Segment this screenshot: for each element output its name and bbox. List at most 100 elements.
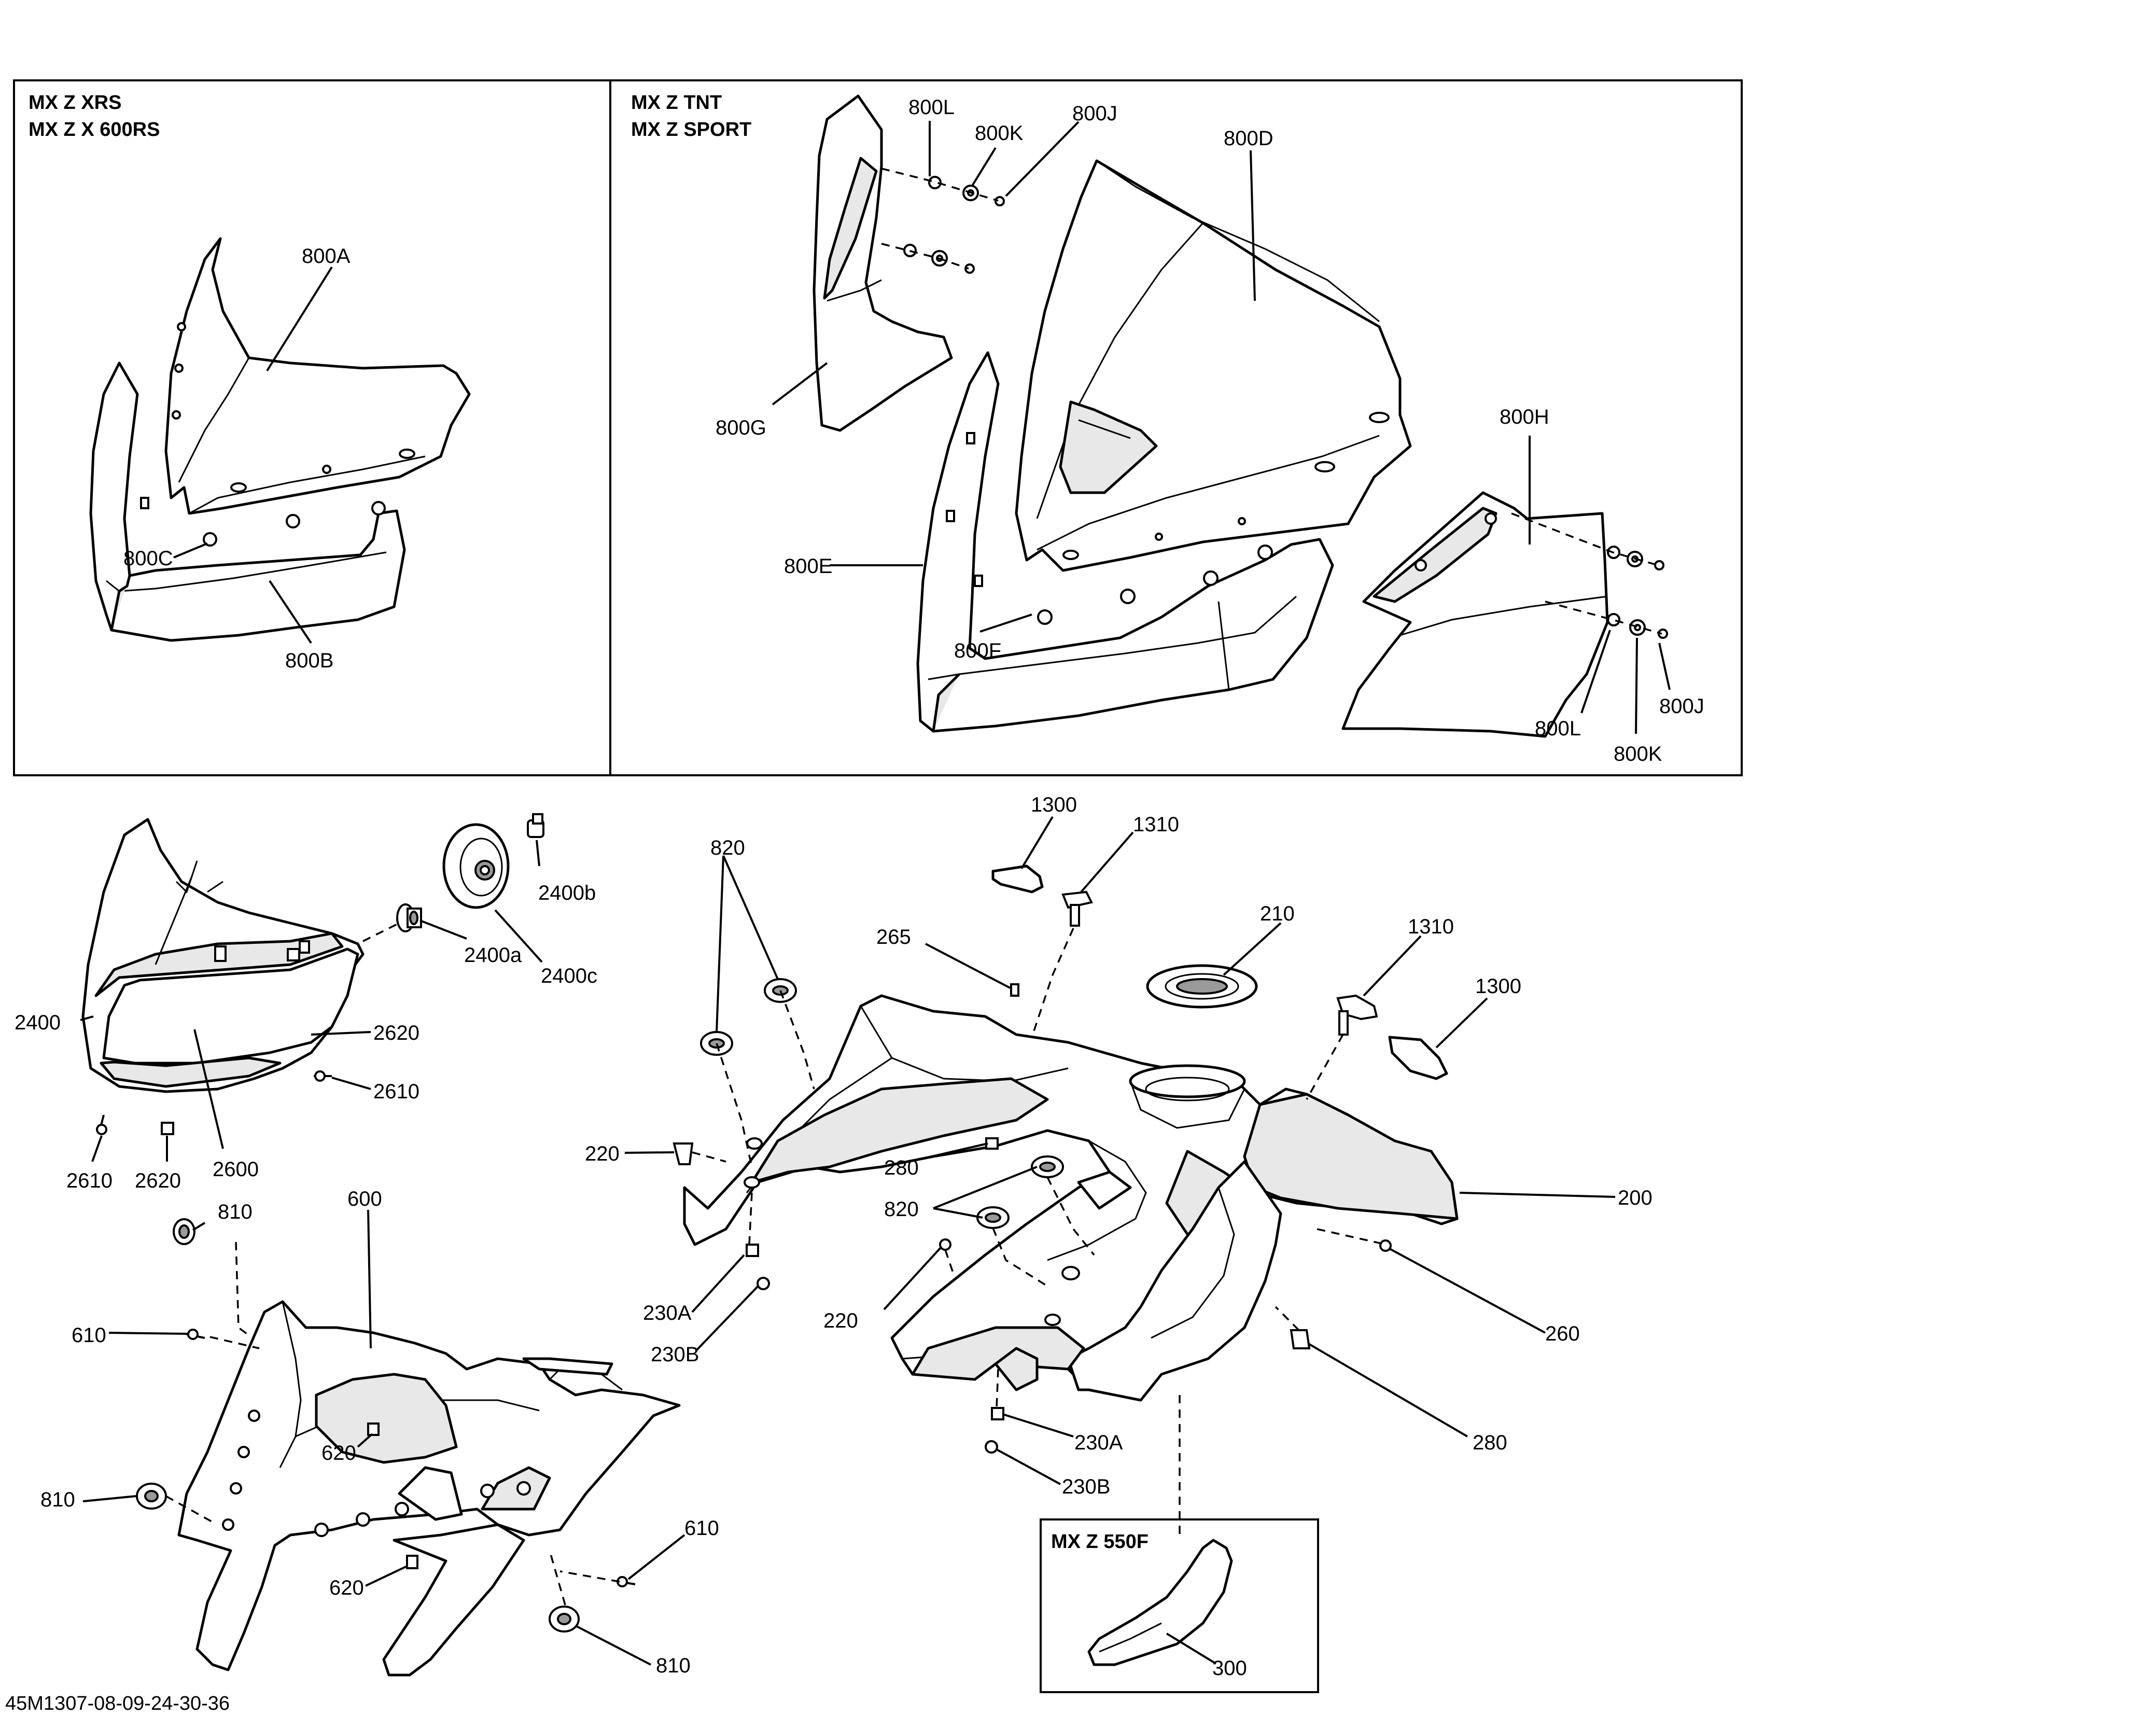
callout-810-bottom: 810 — [656, 1654, 691, 1677]
retainer-1310-right — [1336, 994, 1378, 1036]
screw-610-right — [617, 1576, 636, 1587]
panel-tnt-model-1: MX Z TNT — [631, 92, 722, 114]
callout-230a-right: 230A — [1074, 1431, 1123, 1454]
leader-800a — [266, 266, 333, 372]
nut-230b-right — [985, 1440, 998, 1454]
boot-2400c — [442, 823, 510, 909]
rivet-220-right — [939, 1238, 951, 1251]
callout-800l-bottom: 800L — [1535, 717, 1581, 740]
grommet-810-top — [173, 1218, 195, 1245]
panel-550f-frame — [1040, 1518, 1319, 1693]
windshield-800a — [164, 237, 471, 515]
callout-2620-left: 2620 — [135, 1169, 181, 1192]
callout-800e: 800E — [784, 555, 832, 578]
callout-610-left: 610 — [72, 1324, 106, 1347]
callout-1300-left: 1300 — [1031, 793, 1077, 816]
callout-2400a: 2400a — [464, 944, 522, 967]
callout-800l-top: 800L — [908, 96, 955, 119]
clip-230a-right — [991, 1407, 1004, 1420]
callout-265: 265 — [876, 926, 911, 948]
nut-620-top — [367, 1422, 380, 1436]
cover-300 — [1087, 1539, 1233, 1666]
callout-2400c: 2400c — [541, 965, 597, 987]
callout-820-bottom: 820 — [884, 1198, 919, 1221]
side-deflector-800h — [1341, 491, 1609, 738]
callout-1310-right: 1310 — [1408, 915, 1454, 938]
vent-1300-left — [991, 864, 1044, 894]
callout-800c: 800C — [123, 547, 173, 570]
leader-800c — [173, 542, 208, 559]
fuel-cap-ring-210 — [1146, 964, 1258, 1009]
callout-600: 600 — [347, 1188, 382, 1210]
callout-800j-bottom: 800J — [1659, 695, 1704, 718]
callout-800a: 800A — [302, 245, 351, 268]
side-console — [1067, 1160, 1282, 1402]
grommet-820-b — [764, 978, 797, 1003]
rivet-220-left — [673, 1142, 694, 1165]
callout-800d: 800D — [1224, 127, 1273, 150]
callout-2610-left: 2610 — [66, 1169, 113, 1192]
screw-260 — [1379, 1239, 1392, 1252]
callout-810-left: 810 — [40, 1488, 75, 1511]
callout-800f: 800F — [954, 639, 1001, 662]
screw-610-left — [186, 1329, 205, 1340]
callout-220-left: 220 — [585, 1142, 620, 1165]
clip-280-right — [1290, 1329, 1311, 1349]
callout-200: 200 — [1618, 1187, 1653, 1209]
panel-550f: MX Z 550F 300 — [1040, 1518, 1319, 1693]
callout-810-top: 810 — [218, 1201, 253, 1223]
callout-280-top: 280 — [884, 1156, 919, 1179]
grommet-810-left — [136, 1483, 167, 1510]
callout-800j-top: 800J — [1072, 102, 1117, 125]
callout-800k-top: 800K — [975, 122, 1024, 145]
callout-210: 210 — [1260, 902, 1295, 925]
callout-230a-left: 230A — [643, 1302, 692, 1324]
callout-2600: 2600 — [213, 1158, 259, 1181]
clip-280-top — [985, 1137, 999, 1150]
callout-620-bottom: 620 — [329, 1577, 364, 1599]
callout-800k-bottom: 800K — [1614, 743, 1662, 765]
callout-610-right: 610 — [684, 1517, 719, 1540]
callout-2400: 2400 — [15, 1011, 61, 1034]
callout-800b: 800B — [285, 649, 333, 672]
callout-280-right: 280 — [1473, 1431, 1507, 1454]
callout-620-top: 620 — [321, 1442, 356, 1464]
callout-800g: 800G — [716, 416, 766, 439]
panel-550f-model: MX Z 550F — [1051, 1531, 1149, 1553]
vent-1300-right — [1388, 1036, 1448, 1080]
callout-230b-right: 230B — [1062, 1475, 1110, 1498]
panel-xrs-model-2: MX Z X 600RS — [29, 119, 160, 141]
callout-260: 260 — [1545, 1322, 1580, 1345]
headlight-assembly: 2400b 2400c 2400a 2400 2620 2610 2610 26… — [15, 813, 597, 1192]
callout-820-top: 820 — [710, 836, 745, 859]
callout-220-right: 220 — [823, 1309, 858, 1332]
rivet-265 — [1010, 983, 1019, 997]
panel-tnt-frame — [609, 79, 1743, 776]
nut-230b-left — [757, 1277, 770, 1290]
callout-230b-left: 230B — [651, 1343, 699, 1366]
callout-2400b: 2400b — [538, 882, 596, 904]
callout-1310-left: 1310 — [1133, 813, 1179, 836]
leader-800b — [269, 580, 312, 644]
clip-2620 — [161, 1122, 174, 1135]
windshield-800d — [1015, 159, 1412, 572]
bulb-connector-2400b — [527, 813, 544, 838]
grommet-820-c — [1031, 1155, 1064, 1178]
document-id: 45M1307-08-09-24-30-36 — [5, 1693, 230, 1714]
retainer-1310-left — [1061, 890, 1093, 927]
side-deflector-800g — [813, 94, 953, 432]
panel-xrs-model-1: MX Z XRS — [29, 92, 121, 114]
callout-2610-right: 2610 — [373, 1080, 419, 1103]
clip-230a-left — [746, 1244, 759, 1257]
bulb-2400a — [396, 903, 422, 932]
screw-2610-right — [314, 1070, 332, 1082]
callout-2620-right: 2620 — [373, 1022, 419, 1044]
nut-620-bottom — [406, 1555, 418, 1569]
callout-1300-right: 1300 — [1475, 975, 1521, 998]
headlight-support: 810 600 610 620 810 610 620 810 — [40, 1188, 719, 1677]
screw-2610-left — [96, 1114, 107, 1135]
grommet-810-bottom — [549, 1606, 580, 1633]
hood-assembly: 820 1300 1310 210 1310 1300 265 220 280 … — [585, 793, 1653, 1535]
panel-tnt: MX Z TNT MX Z SPORT — [609, 79, 1743, 776]
